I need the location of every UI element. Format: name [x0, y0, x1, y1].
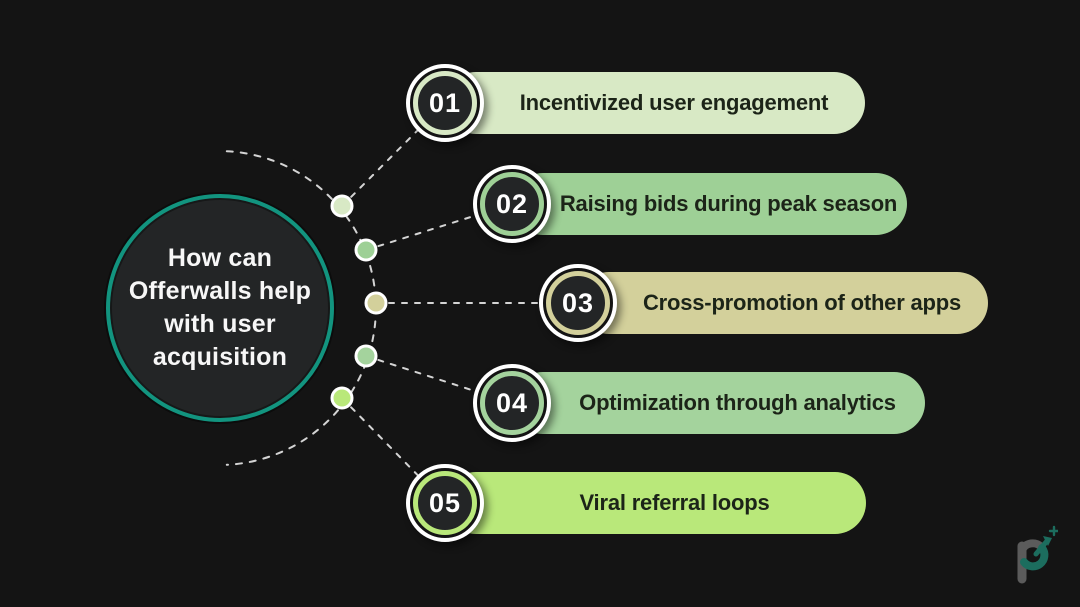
item-number-badge: 03 [539, 264, 617, 342]
item-row-2: Raising bids during peak season 02 [473, 165, 907, 243]
badge-ring: 02 [480, 172, 544, 236]
item-pill: Incentivized user engagement [445, 72, 865, 134]
item-label: Cross-promotion of other apps [642, 290, 962, 315]
question-circle: How can Offerwalls help with user acquis… [106, 194, 334, 422]
question-line: with user [164, 310, 276, 338]
item-number-badge: 02 [473, 165, 551, 243]
logo-bowl-teal [1020, 544, 1049, 571]
item-pill: Viral referral loops [445, 472, 866, 534]
item-label: Incentivized user engagement [519, 90, 829, 115]
item-row-5: Viral referral loops 05 [406, 464, 866, 542]
logo-arrow [1033, 538, 1050, 557]
item-number-badge: 05 [406, 464, 484, 542]
item-row-3: Cross-promotion of other apps 03 [539, 264, 988, 342]
connector-line-2 [365, 203, 513, 251]
item-number: 02 [495, 188, 529, 219]
item-label: Viral referral loops [579, 490, 770, 515]
connector-line-4 [365, 355, 513, 404]
item-number: 03 [561, 287, 595, 318]
arc-dot-2 [354, 238, 378, 262]
item-number: 05 [428, 487, 462, 518]
item-row-1: Incentivized user engagement 01 [406, 64, 865, 142]
brand-logo-icon [1017, 525, 1058, 584]
item-label: Optimization through analytics [579, 390, 896, 415]
question-line: Offerwalls help [128, 277, 312, 305]
question-line: acquisition [152, 343, 288, 371]
logo-plus-icon [1048, 525, 1058, 537]
item-row-4: Optimization through analytics 04 [473, 364, 925, 442]
badge-ring: 05 [413, 471, 477, 535]
arc-dot-5 [330, 386, 354, 410]
logo-arrow-head [1043, 536, 1052, 546]
badge-ring: 01 [413, 71, 477, 135]
question-line: How can [167, 244, 273, 272]
item-pill: Optimization through analytics [512, 372, 925, 434]
item-number: 04 [495, 387, 529, 418]
item-pill: Raising bids during peak season [512, 173, 907, 235]
item-number: 01 [428, 87, 462, 118]
arc-dot-3 [364, 291, 388, 315]
badge-ring: 03 [546, 271, 610, 335]
item-pill: Cross-promotion of other apps [578, 272, 988, 334]
item-number-badge: 04 [473, 364, 551, 442]
arc-dot-4 [354, 344, 378, 368]
item-label: Raising bids during peak season [559, 191, 898, 216]
arc-dot-1 [330, 194, 354, 218]
item-number-badge: 01 [406, 64, 484, 142]
badge-ring: 04 [480, 371, 544, 435]
